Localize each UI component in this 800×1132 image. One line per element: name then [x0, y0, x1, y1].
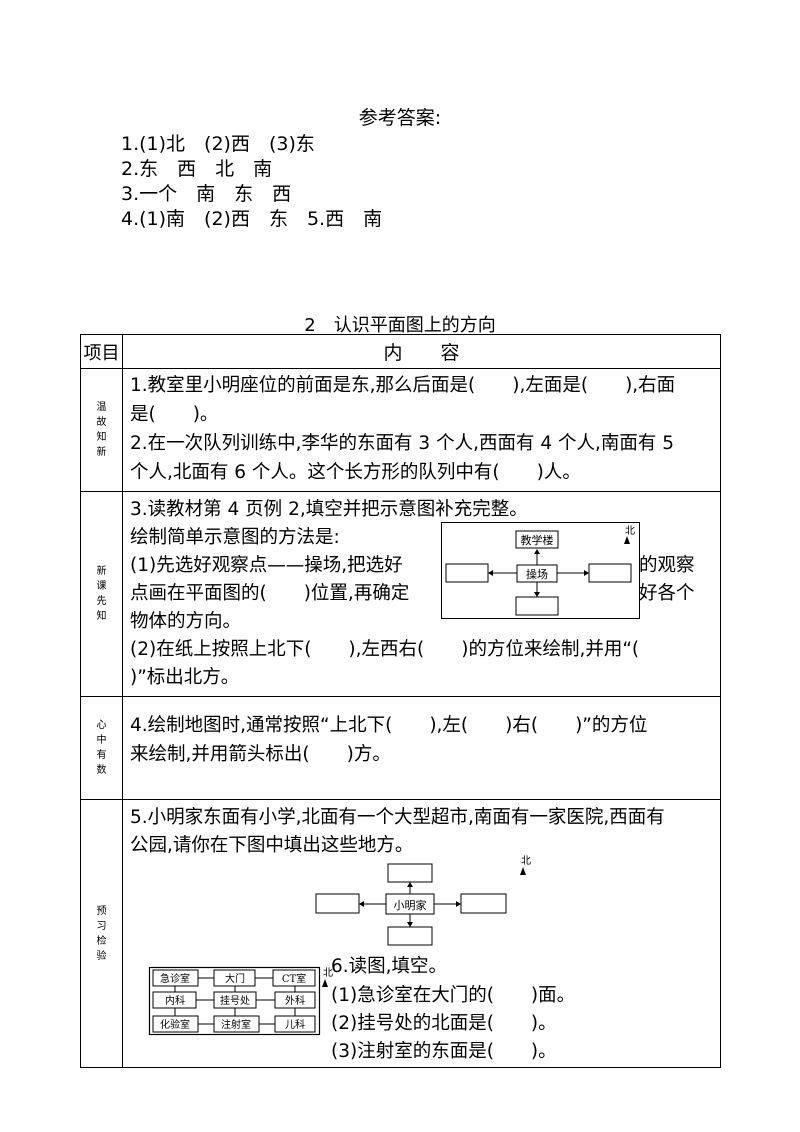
home-box-south [387, 926, 433, 946]
step-2-line-1: (2)在纸上按照上北下( ),左西右( )的方位来绘制,并用“( [130, 639, 640, 660]
hospital-diagram: 北 [148, 966, 333, 1036]
category-check: 预习检验 [80, 799, 123, 1068]
diagram-box-right [588, 563, 632, 583]
diagram-box-top [515, 530, 559, 549]
category-preview: 新课先知 [80, 491, 123, 697]
section-title: 2 认识平面图上的方向 [304, 315, 496, 336]
hospital-room-injection: 注射室 [221, 1018, 251, 1031]
content-preview: 3.读教材第 4 页例 2,填空并把示意图补充完整。 绘制简单示意图的方法是: … [122, 491, 721, 697]
home-box-west [315, 893, 360, 914]
answer-line-2: 2.东 西 北 南 [121, 158, 273, 180]
table-row: 新课先知 3.读教材第 4 页例 2,填空并把示意图补充完整。 绘制简单示意图的… [80, 491, 721, 697]
question-4-line-1: 4.绘制地图时,通常按照“上北下( ),左( )右( )”的方位 [130, 715, 648, 736]
hospital-room-gate: 大门 [225, 972, 245, 985]
diagram-box-left [445, 563, 489, 583]
table-row: 预习检验 5.小明家东面有小学,北面有一个大型超市,南面有一家医院,西面有 公园… [80, 799, 721, 1068]
question-6-part-3: (3)注射室的东面是( )。 [331, 1041, 557, 1062]
table-row: 心中有数 4.绘制地图时,通常按照“上北下( ),左( )右( )”的方位 来绘… [80, 696, 721, 800]
hospital-room-surgery: 外科 [285, 994, 305, 1007]
north-arrow-icon [624, 536, 630, 544]
step-1-fragment-1: 的观察 [639, 555, 695, 576]
home-north-label: 北 [521, 855, 531, 867]
home-box-north [387, 863, 433, 883]
north-arrow-icon [322, 979, 328, 987]
step-1-line-1: (1)先选好观察点——操场,把选好 [130, 555, 403, 576]
north-arrow-icon [520, 867, 526, 875]
category-review: 温故知新 [80, 368, 123, 492]
question-4-line-2: 来绘制,并用箭头标出( )方。 [130, 744, 391, 765]
answers-title: 参考答案: [358, 107, 442, 129]
playground-diagram: 北 教学楼 操场 [441, 522, 640, 619]
question-1-line-1: 1.教室里小明座位的前面是东,那么后面是( ),左面是( ),右面 [130, 375, 676, 396]
question-5-line-2: 公园,请你在下图中填出这些地方。 [130, 835, 414, 856]
diagram-box-bottom [515, 596, 559, 616]
header-content: 内 容 [122, 334, 721, 369]
step-2-line-2: )”标出北方。 [130, 667, 240, 688]
hospital-room-emergency: 急诊室 [160, 972, 190, 985]
question-2-line-1: 2.在一次队列训练中,李华的东面有 3 个人,西面有 4 个人,南面有 5 [130, 433, 675, 454]
header-item: 项目 [80, 334, 123, 369]
step-1-line-2: 点画在平面图的( )位置,再确定 [130, 583, 410, 604]
diagram-center-label: 操场 [526, 567, 548, 581]
diagram-north-label: 北 [625, 525, 635, 537]
question-3-title: 3.读教材第 4 页例 2,填空并把示意图补充完整。 [130, 499, 528, 520]
home-center-label: 小明家 [394, 898, 427, 912]
step-1-line-3: 物体的方向。 [130, 611, 242, 632]
question-6-part-2: (2)挂号处的北面是( )。 [331, 1013, 557, 1034]
hospital-room-registration: 挂号处 [220, 994, 250, 1007]
step-1-fragment-2: 好各个 [639, 583, 695, 604]
question-5-line-1: 5.小明家东面有小学,北面有一个大型超市,南面有一家医院,西面有 [130, 807, 665, 828]
answer-line-3: 3.一个 南 东 西 [121, 183, 292, 205]
home-diagram: 北 小明家 [315, 855, 531, 946]
content-mind: 4.绘制地图时,通常按照“上北下( ),左( )右( )”的方位 来绘制,并用箭… [122, 696, 721, 800]
content-check: 5.小明家东面有小学,北面有一个大型超市,南面有一家医院,西面有 公园,请你在下… [122, 799, 721, 1068]
hospital-room-pediatrics: 儿科 [285, 1018, 305, 1031]
hospital-north-label: 北 [323, 967, 333, 979]
method-label: 绘制简单示意图的方法是: [130, 527, 340, 548]
home-box-east [460, 893, 507, 914]
content-review: 1.教室里小明座位的前面是东,那么后面是( ),左面是( ),右面 是( )。 … [122, 368, 721, 492]
hospital-room-ct: CT室 [282, 972, 306, 985]
answer-line-4: 4.(1)南 (2)西 东 5.西 南 [121, 208, 383, 230]
worksheet-table: 项目 内 容 温故知新 1.教室里小明座位的前面是东,那么后面是( ),左面是(… [80, 334, 721, 1068]
question-6-title: 6.读图,填空。 [331, 956, 448, 977]
question-1-line-2: 是( )。 [130, 404, 219, 425]
hospital-room-internal: 内科 [165, 994, 185, 1007]
diagram-top-label: 教学楼 [521, 533, 554, 547]
answer-line-1: 1.(1)北 (2)西 (3)东 [121, 133, 315, 155]
question-6-part-1: (1)急诊室在大门的( )面。 [331, 985, 576, 1006]
hospital-room-lab: 化验室 [160, 1018, 190, 1031]
table-row: 温故知新 1.教室里小明座位的前面是东,那么后面是( ),左面是( ),右面 是… [80, 368, 721, 492]
category-mind: 心中有数 [80, 696, 123, 800]
question-2-line-2: 个人,北面有 6 个人。这个长方形的队列中有( )人。 [130, 462, 581, 483]
